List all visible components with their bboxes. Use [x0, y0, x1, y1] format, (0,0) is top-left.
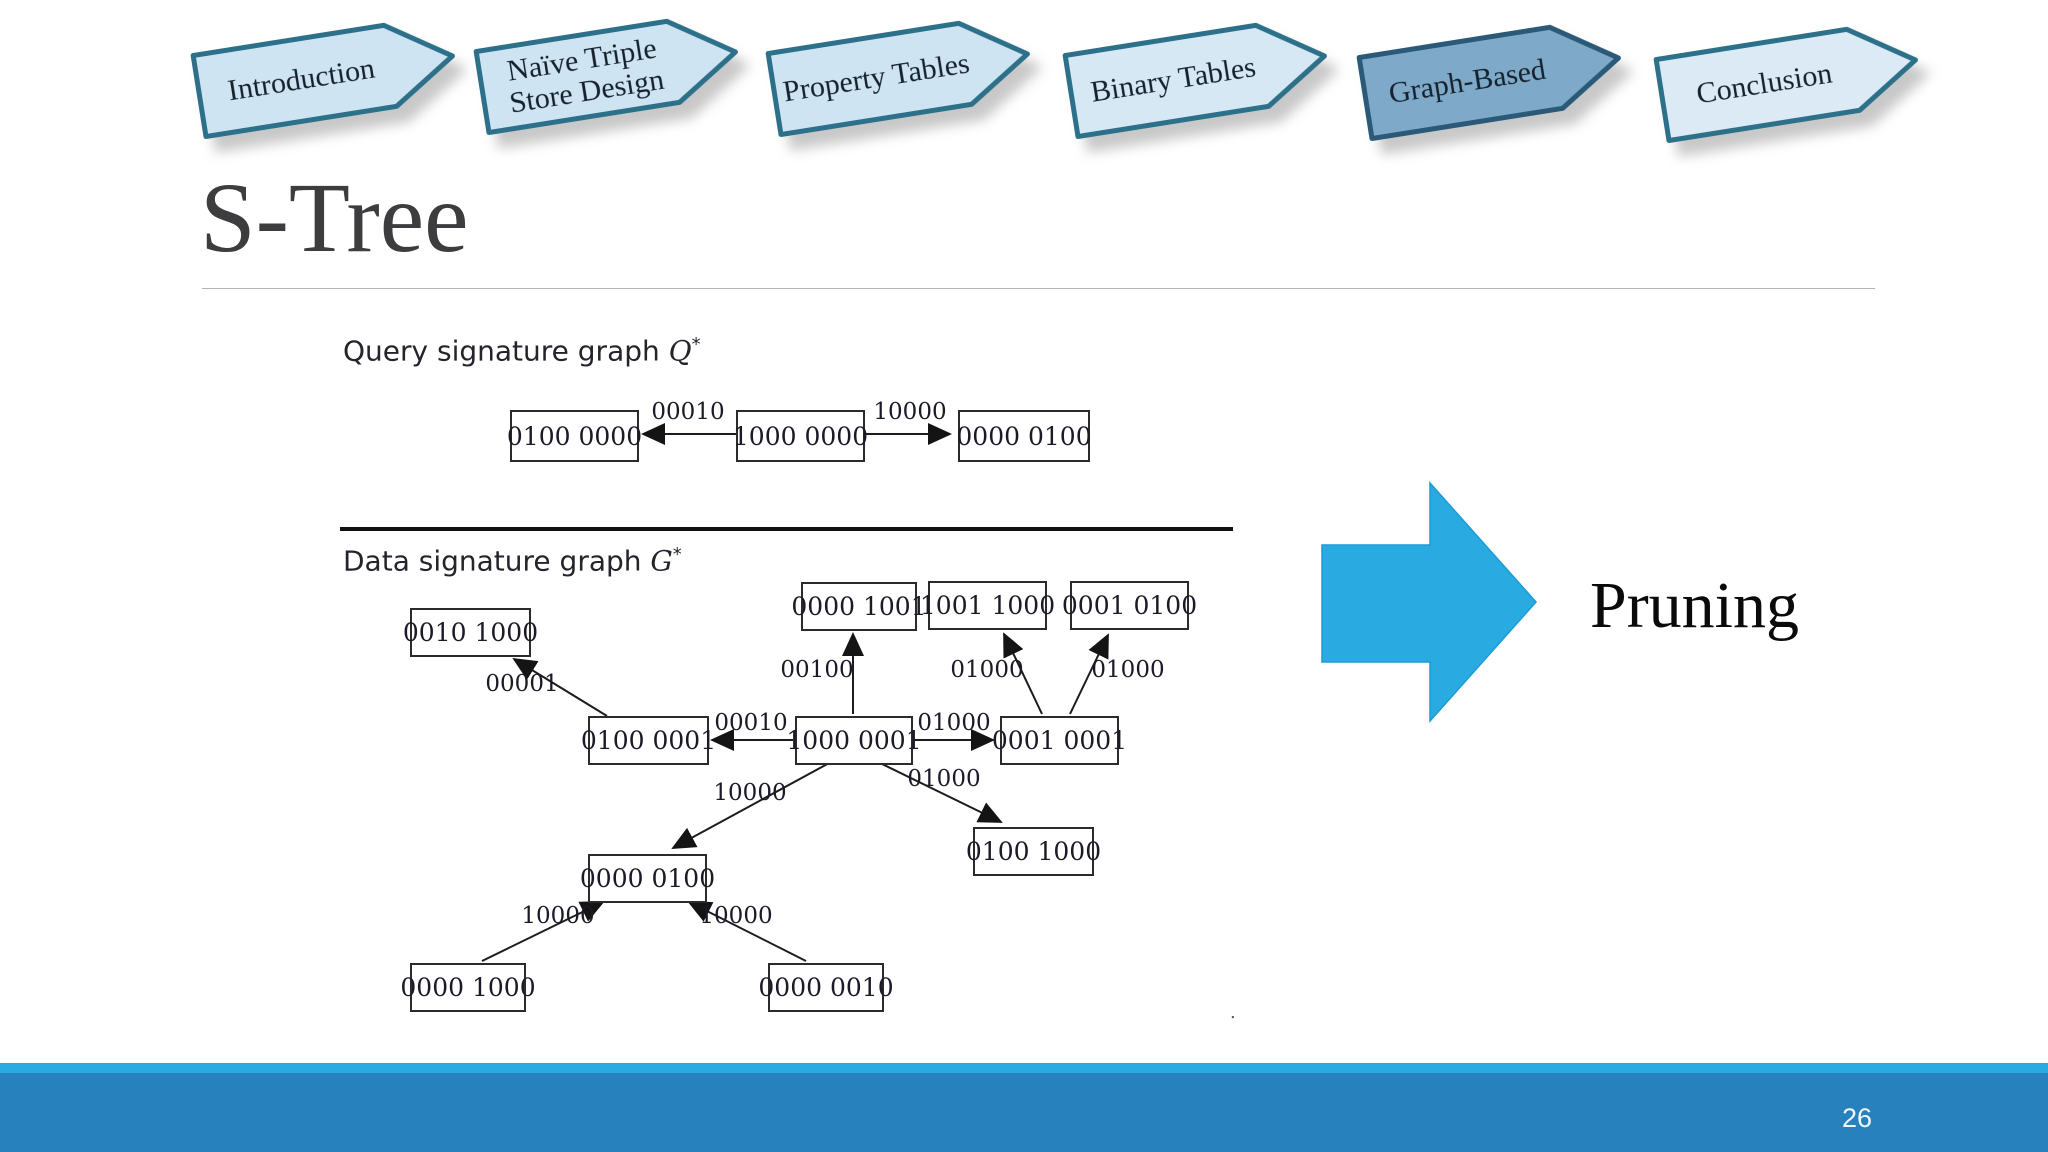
footer-bar [0, 1073, 2048, 1152]
page-title: S-Tree [200, 162, 469, 273]
data-node: 0100 1000 [966, 827, 1101, 876]
data-edge-label: 00001 [485, 671, 559, 697]
data-node: 1001 1000 [920, 581, 1055, 630]
nav-label-introduction: Introduction [225, 51, 378, 108]
data-edge-label: 01000 [950, 657, 1024, 683]
pentagon-arrow-icon [1356, 24, 1621, 142]
data-node: 0000 1001 [791, 582, 927, 631]
page-number: 26 [1841, 1103, 1872, 1133]
nav-label-conclusion: Conclusion [1694, 56, 1835, 111]
query-node: 0100 0000 [507, 410, 642, 462]
data-node: 0000 1000 [400, 963, 536, 1012]
data-node: 0001 0001 [992, 716, 1127, 765]
nav-arrow-graph-based[interactable]: Graph-Based [1356, 14, 1629, 142]
query-graph-symbol: Q [668, 334, 692, 368]
data-edge-label: 01000 [917, 710, 991, 736]
query-graph-label-text: Query signature graph [343, 334, 660, 368]
data-node: 0001 0100 [1062, 581, 1197, 630]
query-node: 1000 0000 [733, 410, 868, 462]
data-node: 0010 1000 [403, 608, 538, 657]
stray-dot: . [1230, 1002, 1236, 1023]
nav-arrow-property-tables[interactable]: Property Tables [765, 10, 1038, 138]
query-edge-label: 10000 [873, 399, 947, 425]
data-edge-label: 00010 [714, 710, 788, 736]
query-node: 0000 0100 [956, 410, 1092, 462]
data-edge-label: 01000 [907, 766, 981, 792]
data-edge-label: 01000 [1091, 657, 1165, 683]
data-edge-label: 10000 [699, 903, 773, 929]
data-edge-label: 10000 [713, 780, 787, 806]
data-node: 0100 0001 [581, 716, 716, 765]
section-divider-rule [340, 527, 1233, 531]
query-graph-symbol-sup: * [691, 334, 701, 355]
data-graph-symbol-sup: * [672, 544, 682, 565]
pentagon-arrow-icon [765, 20, 1030, 138]
query-graph-label: Query signature graph Q* [343, 334, 701, 367]
nav-arrow-binary-tables[interactable]: Binary Tables [1062, 12, 1335, 140]
data-node: 0000 0100 [580, 854, 715, 903]
footer-accent-stripe [0, 1063, 2048, 1073]
data-graph-symbol: G [650, 544, 673, 578]
data-node: 1000 0001 [786, 716, 922, 765]
nav-label-naive-triple-store: Naïve Triple Store Design [504, 31, 667, 120]
data-graph-label: Data signature graph G* [343, 544, 682, 577]
nav-arrow-conclusion[interactable]: Conclusion [1653, 16, 1926, 144]
nav-arrow-naive-triple-store[interactable]: Naïve Triple Store Design [473, 8, 746, 136]
query-edge-label: 00010 [651, 399, 725, 425]
nav-label-graph-based: Graph-Based [1386, 52, 1548, 111]
data-graph-label-text: Data signature graph [343, 544, 642, 578]
pentagon-arrow-icon [1653, 26, 1918, 144]
nav-label-property-tables: Property Tables [780, 46, 972, 109]
data-node: 0000 0010 [758, 963, 894, 1012]
data-edge-label: 10000 [521, 903, 595, 929]
pentagon-arrow-icon [473, 18, 738, 136]
pruning-label: Pruning [1590, 569, 1800, 642]
pentagon-arrow-icon [1062, 22, 1327, 140]
pentagon-arrow-icon [190, 22, 455, 140]
title-divider [202, 288, 1875, 289]
nav-label-binary-tables: Binary Tables [1088, 50, 1259, 109]
nav-arrow-introduction[interactable]: Introduction [190, 12, 463, 140]
data-edge-label: 00100 [780, 657, 854, 683]
